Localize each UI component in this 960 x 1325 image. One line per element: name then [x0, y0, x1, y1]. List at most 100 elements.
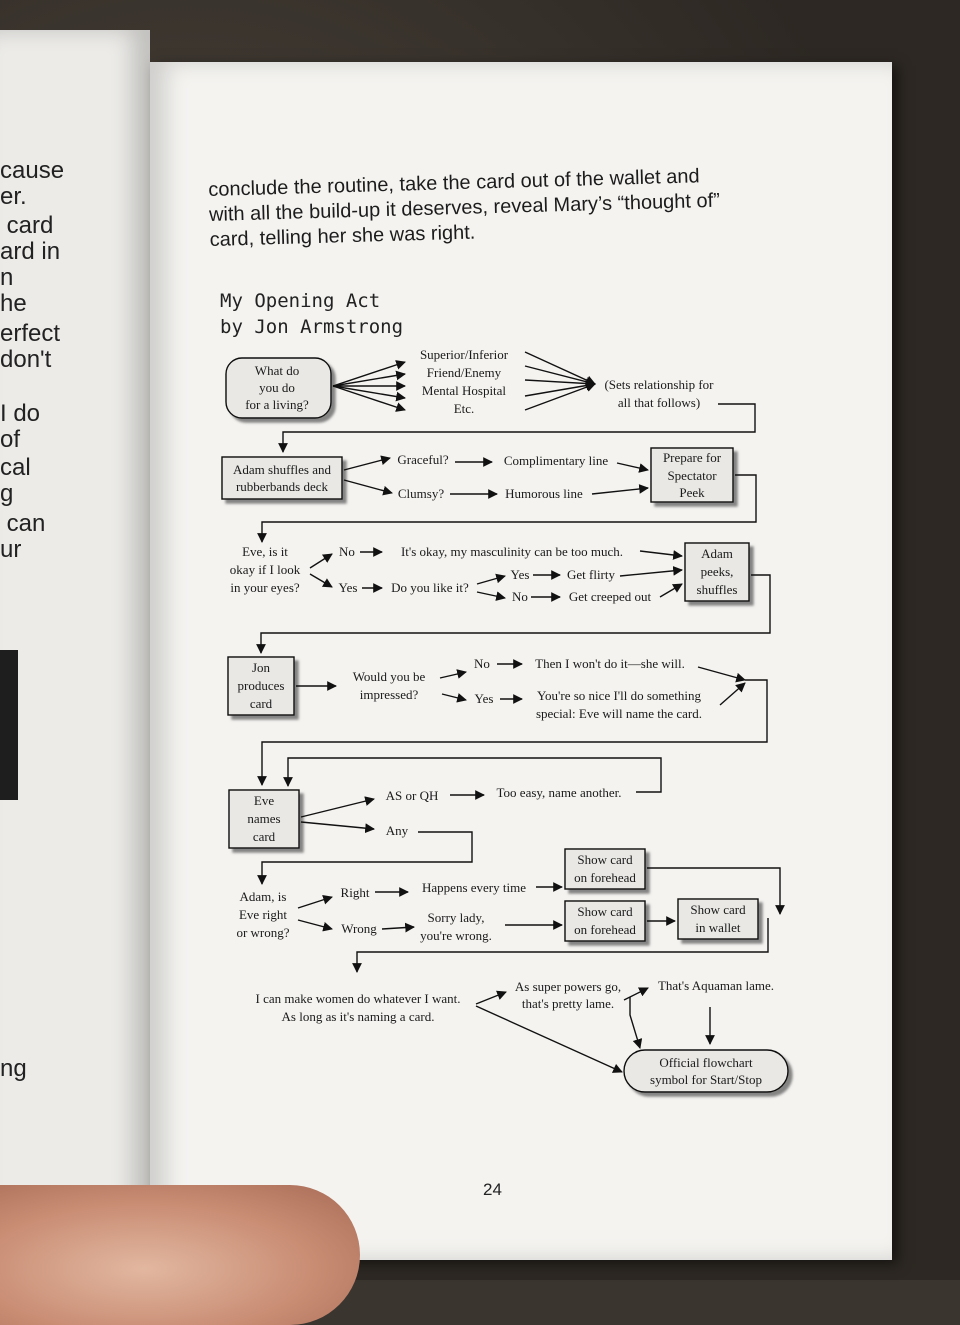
connector [256, 574, 771, 654]
any-label: Any [386, 823, 409, 838]
official-start-stop-oval [623, 1049, 789, 1093]
make-women-line: As long as it's naming a card. [282, 1009, 435, 1024]
then-i-wont-label: Then I won't do it—she will. [535, 656, 685, 671]
connector [352, 918, 769, 973]
eve-right-question-line: or wrong? [236, 925, 289, 940]
arrow [441, 693, 467, 703]
start-bubble-line: for a living? [245, 397, 309, 412]
eve-names-line: card [253, 829, 276, 844]
yes-label: Yes [475, 691, 494, 706]
relationship-option: Mental Hospital [422, 383, 507, 398]
prepare-peek-line: Spectator [667, 468, 717, 483]
aquaman-label: That's Aquaman lame. [658, 978, 774, 993]
so-nice-line: special: Eve will name the card. [536, 706, 702, 721]
adam-shuffles-line: rubberbands deck [236, 479, 329, 494]
no-label: No [512, 589, 528, 604]
official-line: symbol for Start/Stop [650, 1072, 762, 1087]
left-page-fragment: ard in [0, 238, 61, 265]
show-card-wallet-line: in wallet [695, 920, 741, 935]
fan-arrow [524, 351, 596, 385]
arrow [381, 922, 415, 933]
adam-shuffles-box [221, 456, 343, 500]
happens-label: Happens every time [422, 880, 526, 895]
show-card-forehead-2-line: Show card [577, 904, 633, 919]
arrow [697, 666, 746, 683]
left-page-image-edge [0, 650, 18, 800]
fan-arrow [332, 385, 406, 412]
fan-arrow [524, 378, 596, 389]
make-women-line: I can make women do whatever I want. [255, 991, 460, 1006]
arrow [639, 550, 683, 560]
official-line: Official flowchart [659, 1055, 753, 1070]
arrow [616, 462, 649, 473]
sets-relationship-line: all that follows) [618, 395, 700, 410]
prepare-peek-line: Peek [679, 485, 705, 500]
relationship-option: Etc. [454, 401, 475, 416]
fan-arrow [332, 385, 406, 402]
jon-produces-box [227, 656, 295, 716]
arrow [623, 987, 649, 1001]
connector [257, 679, 768, 786]
its-okay-label: It's okay, my masculinity can be too muc… [401, 544, 623, 559]
complimentary-line-label: Complimentary line [504, 453, 609, 468]
left-page-fragment: card [0, 212, 54, 239]
fan-arrow [524, 382, 596, 411]
get-creeped-label: Get creeped out [569, 589, 652, 604]
right-label: Right [341, 885, 370, 900]
page-number: 24 [483, 1180, 502, 1199]
eve-question-line: in your eyes? [230, 580, 300, 595]
yes-label: Yes [511, 567, 530, 582]
relationship-option: Friend/Enemy [427, 365, 502, 380]
yes-label: Yes [339, 580, 358, 595]
fan-arrow [332, 360, 406, 387]
so-nice-line: You're so nice I'll do something [537, 688, 702, 703]
left-page-fragment: er. [0, 183, 27, 210]
relationship-option: Superior/Inferior [420, 347, 509, 362]
graceful-label: Graceful? [397, 452, 448, 467]
prepare-peek-line: Prepare for [663, 450, 722, 465]
left-page-fragment: g [0, 480, 14, 507]
connector [283, 757, 662, 793]
no-label: No [339, 544, 355, 559]
eve-right-question-line: Eve right [239, 907, 287, 922]
arrow [475, 990, 507, 1005]
connector [647, 867, 785, 915]
left-page-bottom-fragment: ng [0, 1055, 27, 1082]
arrow [343, 455, 391, 471]
left-page-fragment: can [0, 510, 46, 537]
fan-arrow [524, 365, 596, 387]
start-bubble-line: What do [255, 363, 299, 378]
adam-peeks-box [684, 542, 750, 602]
show-card-wallet-line: Show card [690, 902, 746, 917]
arrow [343, 479, 393, 496]
thumb [0, 1185, 360, 1325]
wrong-label: Wrong [341, 921, 377, 936]
arrow [591, 484, 649, 495]
sorry-lady-line: you're wrong. [420, 928, 492, 943]
adam-peeks-line: peeks, [701, 564, 734, 579]
connector [278, 403, 756, 453]
start-bubble [225, 357, 332, 419]
flowchart: What do you do for a living? Superior/In… [221, 347, 789, 1093]
clumsy-label: Clumsy? [398, 486, 444, 501]
eve-names-box [228, 789, 300, 849]
adam-peeks-line: Adam [701, 546, 733, 561]
fan-arrow [524, 380, 596, 397]
arrow [619, 565, 683, 577]
too-easy-label: Too easy, name another. [497, 785, 622, 800]
left-page-fragment: n [0, 264, 14, 291]
arrow [719, 682, 746, 706]
no-label: No [474, 656, 490, 671]
arrow [629, 997, 643, 1049]
super-powers-line: that's pretty lame. [522, 996, 614, 1011]
prepare-peek-box [650, 447, 734, 503]
arrow [297, 919, 333, 932]
jon-produces-line: card [250, 696, 273, 711]
left-page-fragment: I do [0, 400, 41, 427]
do-you-like-label: Do you like it? [391, 580, 469, 595]
show-card-forehead-1-line: on forehead [574, 870, 636, 885]
eve-question-line: Eve, is it [242, 544, 288, 559]
jon-produces-line: Jon [252, 660, 271, 675]
as-or-qh-label: AS or QH [386, 788, 439, 803]
